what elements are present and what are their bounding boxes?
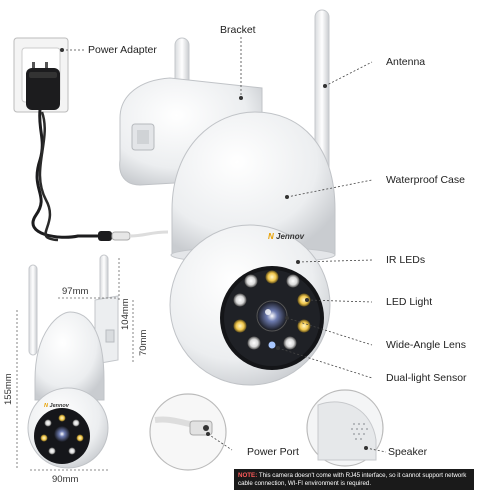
dim-bracket-height: 70mm xyxy=(138,329,149,356)
label-dual-light-sensor: Dual-light Sensor xyxy=(386,372,467,384)
label-power-adapter: Power Adapter xyxy=(88,44,157,56)
main-camera-body xyxy=(169,111,336,386)
dimension-lines xyxy=(16,258,134,471)
brand-name-small: Jennov xyxy=(49,403,69,409)
label-antenna: Antenna xyxy=(386,56,426,68)
power-port-inset xyxy=(149,393,227,471)
label-speaker: Speaker xyxy=(388,446,428,458)
brand-logo-small: N Jennov xyxy=(44,403,69,409)
callout-dots xyxy=(60,48,368,450)
brand-mark-small: N xyxy=(44,403,48,409)
power-adapter xyxy=(26,68,169,242)
leader-lines xyxy=(62,37,387,453)
label-ir-leds: IR LEDs xyxy=(386,254,426,266)
speaker-inset xyxy=(306,389,384,467)
dim-height: 155mm xyxy=(3,373,14,405)
dim-depth: 104mm xyxy=(120,298,131,330)
dim-width-bottom: 90mm xyxy=(52,474,79,485)
label-power-port: Power Port xyxy=(247,446,299,458)
note-box: NOTE: This camera doesn't come with RJ45… xyxy=(234,469,474,490)
note-text: This camera doesn't come with RJ45 inter… xyxy=(238,472,467,487)
brand-name: Jennov xyxy=(276,232,305,241)
label-bracket: Bracket xyxy=(220,24,256,36)
note-title: NOTE: xyxy=(238,472,258,479)
small-camera xyxy=(27,254,119,469)
brand-logo-main: N Jennov xyxy=(268,232,304,241)
brand-mark: N xyxy=(268,232,274,241)
label-waterproof-case: Waterproof Case xyxy=(386,174,465,186)
dim-width-top: 97mm xyxy=(62,286,89,297)
label-wide-angle-lens: Wide-Angle Lens xyxy=(386,339,466,351)
label-led-light: LED Light xyxy=(386,296,433,308)
